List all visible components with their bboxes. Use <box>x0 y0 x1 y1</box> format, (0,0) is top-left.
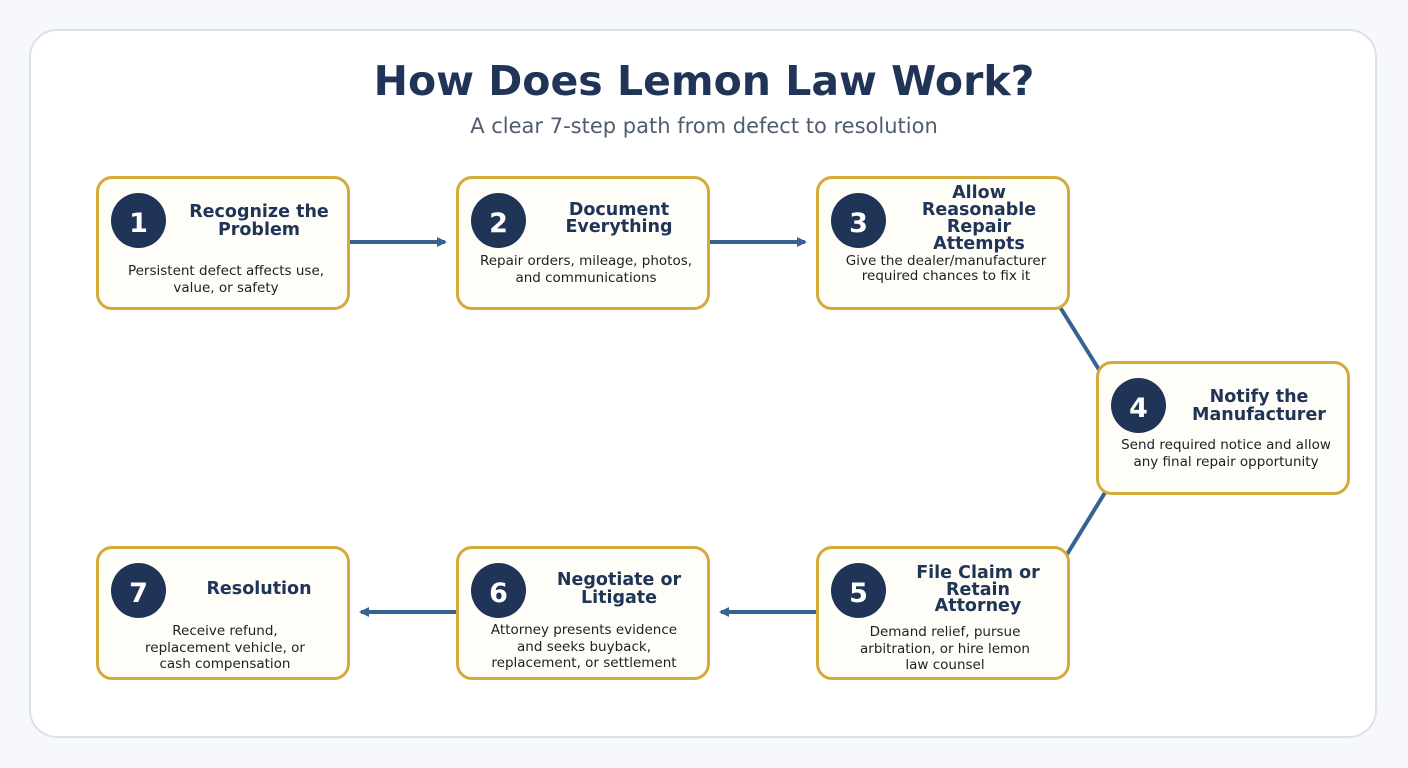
step-title: Resolution <box>206 579 312 599</box>
step-card-5: 5 File Claim or Retain Attorney Demand r… <box>816 546 1070 680</box>
step-card-3: 3 Allow Reasonable Repair Attempts Give … <box>816 176 1070 310</box>
step-description: Repair orders, mileage, photos, and comm… <box>479 253 693 286</box>
page-title: How Does Lemon Law Work? <box>373 57 1035 105</box>
step-card-1: 1 Recognize the Problem Persistent defec… <box>96 176 350 310</box>
step-description: Send required notice and allow any final… <box>1121 437 1331 470</box>
step-description: Demand relief, pursue arbitration, or hi… <box>860 624 1030 673</box>
step-title: Negotiate or Litigate <box>556 570 682 608</box>
step-title: File Claim or Retain Attorney <box>916 563 1040 617</box>
step-number-badge: 7 <box>111 563 166 618</box>
step-card-2: 2 Document Everything Repair orders, mil… <box>456 176 710 310</box>
step-description: Attorney presents evidence and seeks buy… <box>490 622 678 671</box>
page-subtitle: A clear 7-step path from defect to resol… <box>470 114 938 138</box>
step-card-6: 6 Negotiate or Litigate Attorney present… <box>456 546 710 680</box>
step-number-badge: 4 <box>1111 378 1166 433</box>
step-number-badge: 6 <box>471 563 526 618</box>
step-number-badge: 2 <box>471 193 526 248</box>
step-description: Receive refund, replacement vehicle, or … <box>145 623 305 672</box>
step-description: Give the dealer/manufacturer required ch… <box>845 253 1047 284</box>
step-title: Document Everything <box>565 200 673 237</box>
step-title: Notify the Manufacturer <box>1192 387 1326 425</box>
step-number-badge: 3 <box>831 193 886 248</box>
step-title: Allow Reasonable Repair Attempts <box>921 183 1037 254</box>
step-description: Persistent defect affects use, value, or… <box>127 263 325 296</box>
step-card-4: 4 Notify the Manufacturer Send required … <box>1096 361 1350 495</box>
step-card-7: 7 Resolution Receive refund, replacement… <box>96 546 350 680</box>
step-number-badge: 5 <box>831 563 886 618</box>
step-title: Recognize the Problem <box>189 202 329 240</box>
step-number-badge: 1 <box>111 193 166 248</box>
